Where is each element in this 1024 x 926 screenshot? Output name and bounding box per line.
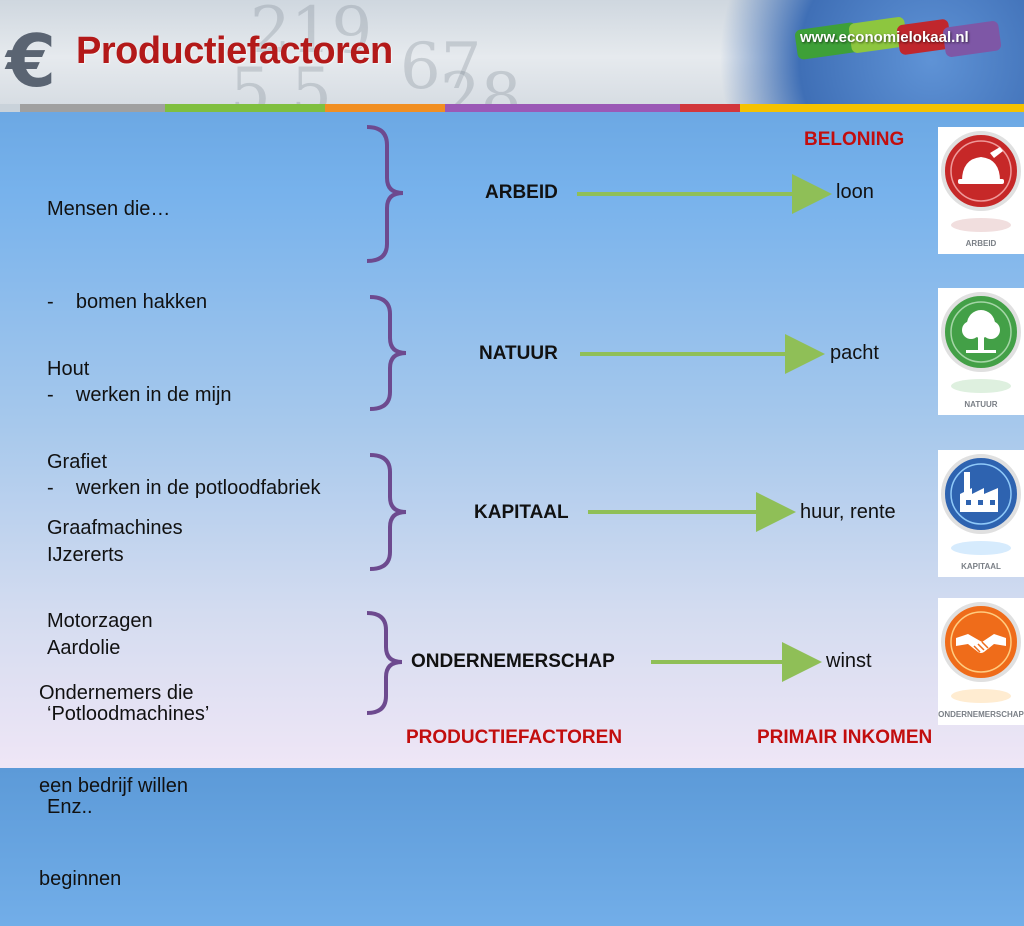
handshake-icon <box>941 602 1021 703</box>
icon-card-arbeid: ARBEID <box>938 127 1024 254</box>
decorative-digits: 5 5 <box>230 55 332 104</box>
color-band-segment <box>325 104 445 112</box>
curly-bracket <box>369 453 407 571</box>
example-item: een bedrijf willen <box>39 775 188 797</box>
icon-card-natuur: NATUUR <box>938 288 1024 415</box>
factor-label: ONDERNEMERSCHAP <box>411 651 615 672</box>
example-item: - werken in de mijn <box>47 384 232 406</box>
income-label: loon <box>836 181 874 203</box>
example-item: ‘Potloodmachines’ <box>47 703 210 725</box>
page-title: Productiefactoren <box>76 30 393 72</box>
income-label: pacht <box>830 342 879 364</box>
tree-icon <box>941 292 1021 393</box>
example-item: Graafmachines <box>47 517 183 539</box>
decorative-digits: 67 <box>400 30 482 104</box>
color-band-segment <box>20 104 165 112</box>
income-label: winst <box>826 650 872 672</box>
curly-bracket <box>366 611 403 715</box>
icon-caption: NATUUR <box>964 400 998 409</box>
worker-helmet-icon <box>941 131 1021 232</box>
factor-label: KAPITAAL <box>474 502 569 523</box>
color-band-segment <box>740 104 814 112</box>
heading-primair-inkomen: PRIMAIR INKOMEN <box>757 727 933 748</box>
euro-sign-icon: € <box>4 19 56 98</box>
diagram-connectors <box>366 125 832 715</box>
example-item: Mensen die… <box>47 198 171 220</box>
heading-beloning: BELONING <box>804 129 905 150</box>
logo-text[interactable]: www.economielokaal.nl <box>800 29 969 46</box>
examples-list: Mensen die… - bomen hakken - werken in d… <box>47 132 321 535</box>
color-band-segment <box>445 104 680 112</box>
example-item: Aardolie <box>47 637 121 659</box>
icon-card-kapitaal: KAPITAAL <box>938 450 1024 577</box>
color-band <box>0 104 1024 112</box>
icon-caption: ARBEID <box>965 239 997 248</box>
color-band-segment <box>680 104 740 112</box>
factor-label: ARBEID <box>485 182 558 203</box>
example-item: Ondernemers die <box>39 682 194 704</box>
icon-card-ondernemerschap: ONDERNEMERSCHAP <box>938 598 1024 725</box>
color-band-segment <box>0 104 20 112</box>
factor-label: NATUUR <box>479 343 558 364</box>
example-item: Motorzagen <box>47 610 153 632</box>
header: 219 67 5 5 28 € Productiefactoren www.ec… <box>0 0 1024 104</box>
example-item: Hout <box>47 358 90 380</box>
curly-bracket <box>369 295 407 411</box>
factory-icon <box>941 454 1021 555</box>
income-label: huur, rente <box>800 501 896 523</box>
example-item: beginnen <box>39 868 122 890</box>
examples-list: Hout Grafiet IJzererts Aardolie <box>47 292 124 695</box>
decorative-digits: 28 <box>440 60 522 104</box>
icon-caption: ONDERNEMERSCHAP <box>938 710 1024 719</box>
example-item: - werken in de potloodfabriek <box>47 477 321 499</box>
curly-bracket <box>366 125 404 263</box>
color-band-segment <box>814 104 1024 112</box>
example-item: - bomen hakken <box>47 291 208 313</box>
decorative-digits: 219 <box>250 0 373 68</box>
icon-caption: KAPITAAL <box>961 562 1001 571</box>
heading-productiefactoren: PRODUCTIEFACTOREN <box>406 727 623 748</box>
example-item: IJzererts <box>47 544 124 566</box>
color-band-segment <box>165 104 325 112</box>
svg-text:€: € <box>4 19 56 98</box>
example-item: Grafiet <box>47 451 108 473</box>
